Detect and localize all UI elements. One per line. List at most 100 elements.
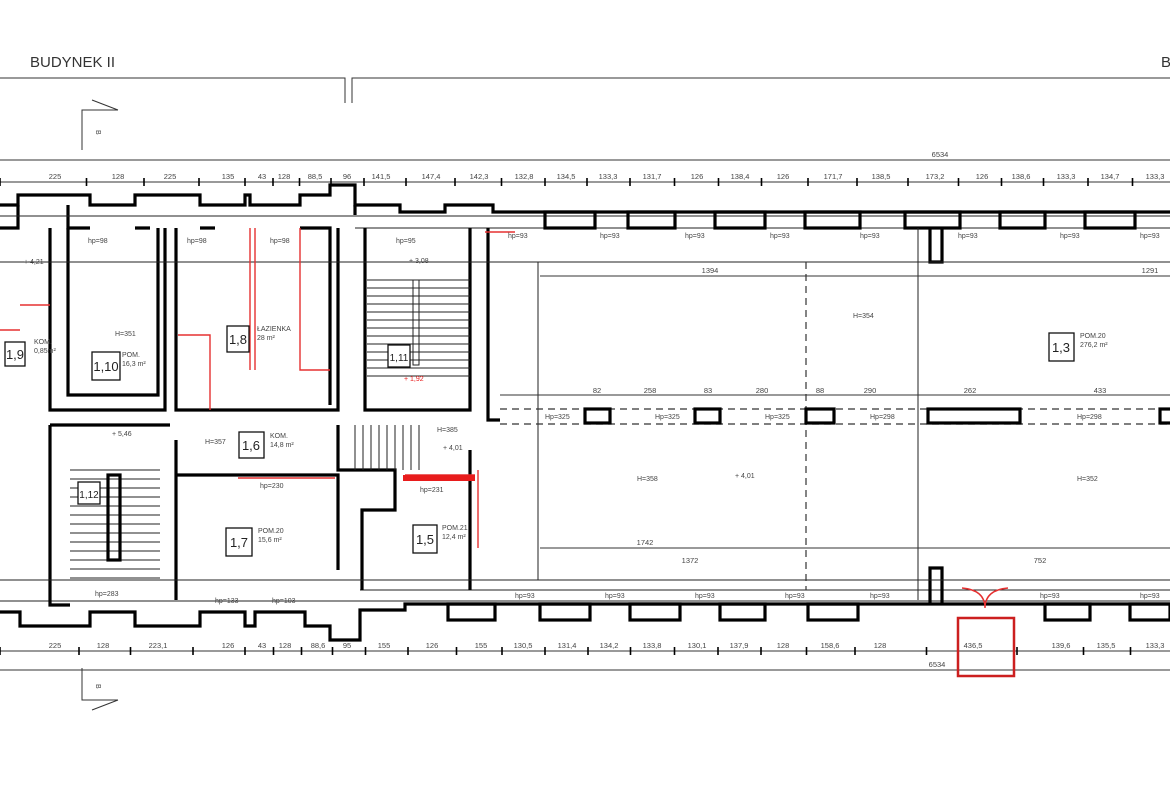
window xyxy=(446,602,497,622)
dimension-label-top: 142,3 xyxy=(470,172,489,181)
svg-text:1,5: 1,5 xyxy=(416,532,434,547)
lintel-height-label: hp=93 xyxy=(685,233,705,240)
dimension-label-bottom: 155 xyxy=(475,641,488,650)
beam-height-label: Hp=325 xyxy=(545,414,570,421)
dim-hall-right: 1291 xyxy=(1142,266,1159,275)
building-label-left: BUDYNEK II xyxy=(30,54,115,71)
svg-text:28 m²: 28 m² xyxy=(257,335,276,342)
pillar xyxy=(583,407,612,425)
pillar xyxy=(693,407,722,425)
beam-span-label: 280 xyxy=(756,386,769,395)
interior-walls xyxy=(0,228,1170,607)
lintel-height-label: hp=93 xyxy=(605,593,625,600)
section-letter: B xyxy=(94,684,101,689)
svg-text:ŁAZIENKA: ŁAZIENKA xyxy=(257,326,291,333)
window xyxy=(543,210,597,230)
svg-text:0,85m²: 0,85m² xyxy=(34,348,56,355)
height-label: H=351 xyxy=(115,331,136,338)
level-left: + 5,46 xyxy=(112,431,132,438)
svg-text:1,9: 1,9 xyxy=(6,347,24,362)
svg-text:1,6: 1,6 xyxy=(242,438,260,453)
svg-text:276,2 m²: 276,2 m² xyxy=(1080,342,1108,349)
height-label: H=354 xyxy=(853,313,874,320)
svg-text:14,8 m²: 14,8 m² xyxy=(270,442,294,449)
svg-text:POM.20: POM.20 xyxy=(1080,333,1106,340)
dimension-label-top: 134,7 xyxy=(1101,172,1120,181)
dimension-label-bottom: 436,5 xyxy=(964,641,983,650)
svg-text:POM.20: POM.20 xyxy=(258,528,284,535)
lintel-height-label: hp=283 xyxy=(95,591,119,598)
overall-dimension-bottom: 6534 xyxy=(929,660,946,669)
dimension-label-top: 138,4 xyxy=(731,172,750,181)
svg-text:POM.21: POM.21 xyxy=(442,525,468,532)
dimension-label-bottom: 43 xyxy=(258,641,266,650)
level-room: + 4,21 xyxy=(24,259,44,266)
lintel-height-label: hp=98 xyxy=(88,238,108,245)
dimension-label-top: 126 xyxy=(777,172,790,181)
dimension-label-top: 96 xyxy=(343,172,351,181)
level-stair-top: + 3,08 xyxy=(409,258,429,265)
window xyxy=(713,210,767,230)
lintel-height-label: hp=93 xyxy=(695,593,715,600)
dimension-label-bottom: 155 xyxy=(378,641,391,650)
dimension-label-bottom: 158,6 xyxy=(821,641,840,650)
height-label: H=385 xyxy=(437,427,458,434)
exterior-wall-bottom xyxy=(0,589,1170,642)
room-tag-1-5: 1,5 POM.21 12,4 m² xyxy=(412,524,468,554)
lintel-height-label: hp=93 xyxy=(1140,233,1160,240)
lintel-height-label: hp=231 xyxy=(420,487,444,494)
dimension-label-bottom: 223,1 xyxy=(149,641,168,650)
dimension-label-bottom: 130,1 xyxy=(688,641,707,650)
dimension-label-bottom: 126 xyxy=(426,641,439,650)
dimension-label-bottom: 128 xyxy=(279,641,292,650)
lintel-height-label: hp=93 xyxy=(770,233,790,240)
dimension-label-top: 43 xyxy=(258,172,266,181)
window xyxy=(806,602,860,622)
lintel-height-label: hp=95 xyxy=(396,238,416,245)
lintel-height-label: hp=93 xyxy=(1040,593,1060,600)
window xyxy=(998,210,1047,230)
dimension-label-top: 126 xyxy=(976,172,989,181)
room-tag-1-10: 1,10 POM. 16,3 m² xyxy=(91,351,146,381)
level-hall: + 4,01 xyxy=(735,473,755,480)
svg-text:POM.: POM. xyxy=(122,352,140,359)
beam-span-label: 433 xyxy=(1094,386,1107,395)
beam-span-label: 290 xyxy=(864,386,877,395)
window xyxy=(628,602,682,622)
window-openings-bottom xyxy=(446,602,1170,622)
building-boundary-line xyxy=(0,77,1170,103)
dimension-label-top: 131,7 xyxy=(643,172,662,181)
dimension-label-bottom: 135,5 xyxy=(1097,641,1116,650)
section-marker-top: B xyxy=(81,99,119,150)
lintel-height-label: hp=93 xyxy=(515,593,535,600)
dimension-label-bottom: 133,8 xyxy=(643,641,662,650)
dimension-label-bottom: 225 xyxy=(49,641,62,650)
pillar xyxy=(804,407,836,425)
dimension-label-top: 126 xyxy=(691,172,704,181)
dimension-label-top: 138,5 xyxy=(872,172,891,181)
beam-height-label: Hp=298 xyxy=(1077,414,1102,421)
dimension-label-top: 133,3 xyxy=(599,172,618,181)
window-openings-top xyxy=(543,210,1137,230)
room-tag-1-11: 1,11 xyxy=(387,344,411,368)
svg-text:1,7: 1,7 xyxy=(230,535,248,550)
lintel-height-label: hp=93 xyxy=(958,233,978,240)
room-tag-1-8: 1,8 ŁAZIENKA 28 m² xyxy=(226,325,291,353)
dimension-label-top: 133,3 xyxy=(1146,172,1165,181)
section-marker-bottom: B xyxy=(81,668,119,711)
svg-text:16,3 m²: 16,3 m² xyxy=(122,361,146,368)
dimension-label-bottom: 126 xyxy=(222,641,235,650)
dimension-label-top: 135 xyxy=(222,172,235,181)
demolition-marks xyxy=(0,228,1016,678)
height-label: H=357 xyxy=(205,439,226,446)
lintel-height-label: hp=93 xyxy=(1140,593,1160,600)
dimension-label-top: 147,4 xyxy=(422,172,441,181)
beam-line xyxy=(500,262,1170,590)
window xyxy=(1043,602,1092,622)
dimension-label-top: 173,2 xyxy=(926,172,945,181)
dimension-label-bottom: 128 xyxy=(97,641,110,650)
dimension-label-top: 225 xyxy=(49,172,62,181)
svg-text:15,6 m²: 15,6 m² xyxy=(258,537,282,544)
svg-text:1,10: 1,10 xyxy=(93,359,118,374)
